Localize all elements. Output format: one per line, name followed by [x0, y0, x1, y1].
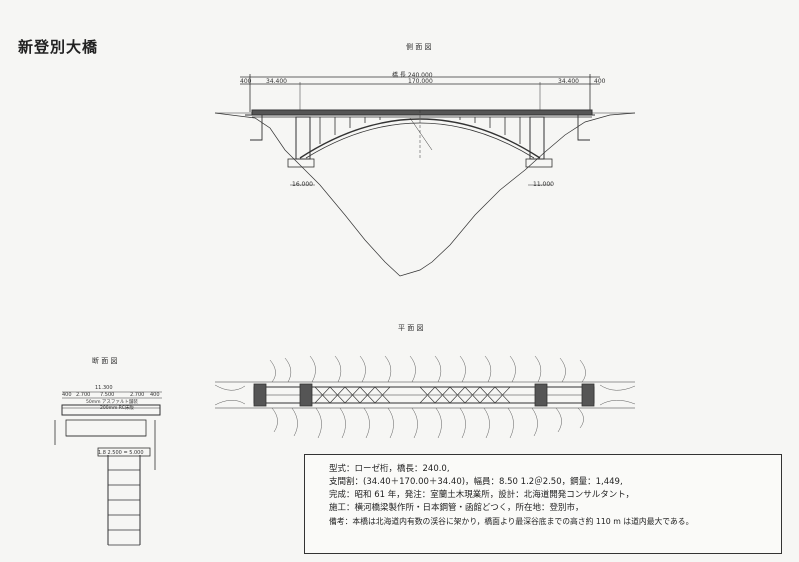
- sec-dim-right: 400: [150, 392, 160, 398]
- info-remarks: 備考：本橋は北海道内有数の渓谷に架かり，橋面より最深谷底までの高さ約 110 m…: [329, 517, 694, 526]
- side-view: [214, 74, 636, 277]
- info-type: 型式：ローゼ桁，橋長：240.0,: [329, 464, 450, 474]
- sec-bottom-dim: 1.8 2.500 = 5.000: [98, 450, 144, 456]
- section-view: [54, 391, 162, 546]
- sec-dim-total: 11.300: [95, 385, 113, 391]
- info-span: 支間割：(34.40＋170.00＋34.40)，幅員：8.50 1.2＠2.5…: [329, 477, 623, 487]
- info-construction: 施工：横河橋梁製作所・日本鋼管・函館どつく，所在地：登別市，: [329, 503, 584, 513]
- dim-span-right: 34.400: [558, 78, 579, 85]
- sec-pave-note: 50mm アスファルト舗装: [86, 400, 138, 405]
- dim-total: 橋 長 240.000: [392, 72, 433, 79]
- sec-dim-mid2: 7.500: [100, 392, 115, 398]
- sec-slab-note: 200mm RC床版: [100, 406, 134, 411]
- dim-pier-right: 11.000: [533, 181, 554, 188]
- sec-dim-left: 400: [62, 392, 72, 398]
- section-view-label: 断 面 図: [92, 357, 118, 365]
- dim-left-end: 400: [240, 78, 252, 85]
- dim-pier-left: 16.000: [292, 181, 313, 188]
- side-view-label: 側 面 図: [406, 43, 432, 51]
- bridge-title: 新登別大橋: [18, 38, 99, 56]
- bridge-info-box: 型式：ローゼ桁，橋長：240.0, 支間割：(34.40＋170.00＋34.4…: [304, 454, 782, 554]
- plan-view-label: 平 面 図: [398, 324, 424, 332]
- dim-span-left: 34.400: [266, 78, 287, 85]
- sec-dim-mid1: 2.700: [76, 392, 91, 398]
- dim-right-end: 400: [594, 78, 606, 85]
- plan-view: [214, 355, 636, 439]
- sec-dim-mid3: 2.700: [130, 392, 145, 398]
- dim-span-center: 170.000: [408, 78, 433, 85]
- info-completion: 完成：昭和 61 年，発注：室蘭土木現業所，設計：北海道開発コンサルタント，: [329, 490, 634, 500]
